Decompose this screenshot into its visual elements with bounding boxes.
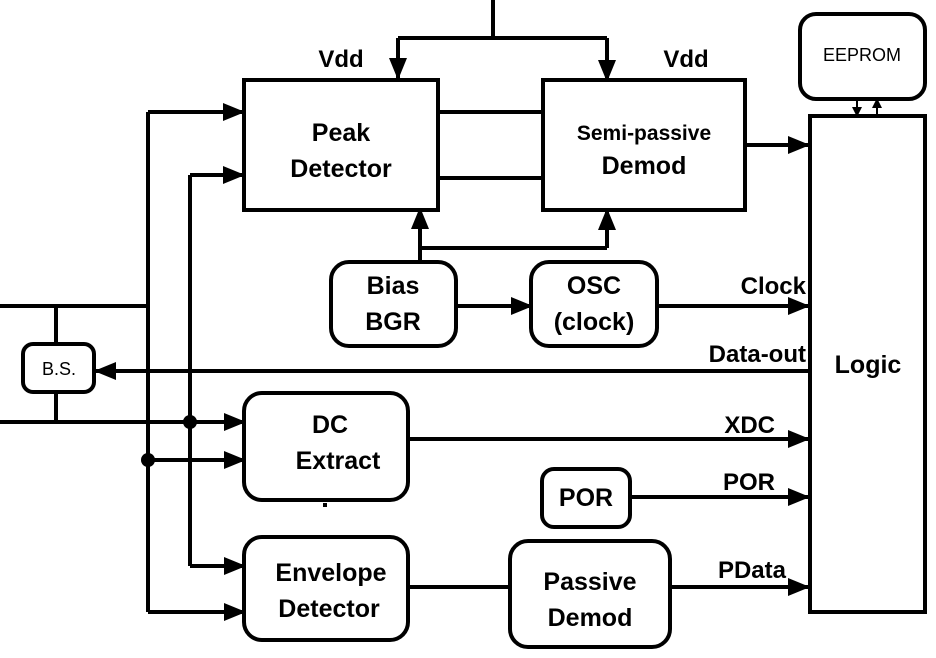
bias-bgr-label-2: BGR — [365, 308, 421, 336]
dc-extract-block: DC Extract — [242, 391, 410, 502]
passive-demod-label-2: Demod — [548, 604, 633, 632]
envelope-detector-label-1: Envelope — [275, 559, 386, 587]
junction-dot-a — [141, 453, 155, 467]
envelope-detector-label-2: Detector — [278, 595, 380, 623]
dc-extract-small-mark — [323, 503, 327, 507]
eeprom-label: EEPROM — [823, 45, 901, 65]
xdc-signal-label: XDC — [724, 412, 775, 439]
vdd-label-right: Vdd — [663, 46, 708, 73]
logic-label: Logic — [835, 351, 902, 379]
semi-passive-demod-label-1: Semi-passive — [577, 122, 711, 145]
pdata-signal-label: PData — [718, 557, 787, 584]
eeprom-block: EEPROM — [798, 12, 927, 101]
passive-demod-label-1: Passive — [543, 568, 636, 596]
clock-signal-label: Clock — [741, 273, 807, 300]
bias-bgr-label-1: Bias — [367, 272, 420, 300]
por-block-label: POR — [559, 484, 613, 512]
passive-demod-block: Passive Demod — [508, 539, 672, 649]
vdd-label-left: Vdd — [318, 46, 363, 73]
osc-label-1: OSC — [567, 272, 621, 300]
por-block: POR — [540, 467, 632, 529]
osc-label-2: (clock) — [554, 308, 635, 336]
semi-passive-demod-block: Semi-passive Demod — [541, 78, 747, 212]
dc-extract-label-2: Extract — [296, 447, 381, 475]
dc-extract-label-1: DC — [312, 411, 348, 439]
osc-block: OSC (clock) — [529, 260, 659, 348]
semi-passive-demod-label-2: Demod — [602, 152, 687, 180]
data-out-signal-label: Data-out — [709, 341, 806, 368]
peak-detector-label-2: Detector — [290, 155, 392, 183]
logic-block: Logic — [808, 114, 927, 614]
bias-bgr-block: Bias BGR — [329, 260, 458, 348]
envelope-detector-block: Envelope Detector — [242, 535, 410, 642]
por-signal-label: POR — [723, 469, 775, 496]
peak-detector-label-1: Peak — [312, 119, 370, 147]
peak-detector-block: Peak Detector — [242, 78, 440, 212]
bs-label: B.S. — [42, 359, 76, 379]
bs-block: B.S. — [21, 342, 96, 394]
junction-dot-b — [183, 415, 197, 429]
